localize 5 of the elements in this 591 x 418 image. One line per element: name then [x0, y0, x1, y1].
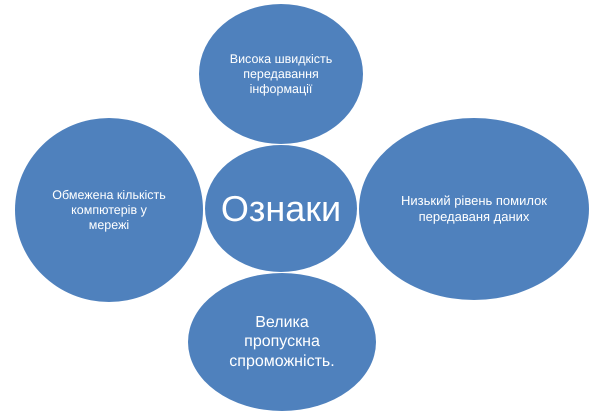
oval-text: Ознаки	[220, 186, 342, 230]
oval-text: Обмежена кількість компютерів у мережі	[51, 188, 167, 232]
oval-text: Низький рівень помилок передаваня даних	[400, 193, 548, 225]
oval-text: Велика пропускна спроможність.	[228, 313, 336, 371]
oval-text: Висока швидкість передавання інформації	[228, 52, 334, 96]
